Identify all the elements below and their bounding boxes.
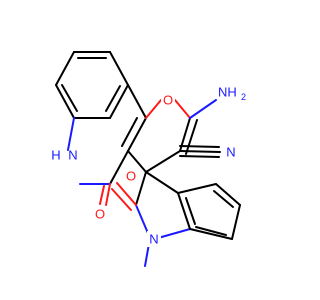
bond	[179, 150, 221, 153]
bond	[157, 228, 191, 239]
bond	[121, 117, 138, 147]
amino-n-label: NH	[218, 85, 237, 100]
bond	[179, 155, 220, 158]
bond	[116, 182, 137, 206]
bond	[185, 197, 196, 225]
bond	[185, 119, 198, 155]
oxindole-oxygen-label: O	[126, 169, 136, 184]
bond	[177, 183, 217, 194]
bond	[55, 84, 75, 119]
bond	[145, 99, 162, 119]
bond	[61, 84, 78, 112]
bond	[99, 185, 105, 205]
ring-oxygen-label: O	[163, 93, 173, 108]
bond	[189, 99, 217, 119]
bond	[179, 145, 220, 148]
bond	[213, 190, 234, 208]
bond	[195, 226, 227, 236]
bond	[67, 117, 75, 151]
bond	[177, 192, 191, 230]
bond	[231, 204, 241, 240]
indole-n-label: N	[149, 232, 158, 247]
bond	[215, 183, 241, 206]
bond	[111, 188, 132, 211]
nitrile-n-label: N	[226, 145, 235, 160]
bond	[135, 171, 147, 206]
atom-label-layer: O NH 2 N N H O O N	[51, 85, 246, 247]
bond	[105, 183, 111, 206]
bond	[55, 51, 75, 86]
bond	[189, 228, 233, 240]
amino-subscript-label: 2	[241, 92, 246, 102]
bond	[127, 117, 147, 152]
lactam-h-label: H	[51, 148, 60, 163]
bond	[105, 85, 121, 112]
lactam-n-label: N	[68, 148, 77, 163]
bond	[109, 84, 129, 119]
bond	[109, 150, 129, 185]
bond	[109, 51, 129, 86]
molecule-structure-diagram: O NH 2 N N H O O N	[51, 51, 246, 267]
bond	[174, 99, 191, 119]
bond	[145, 150, 181, 173]
bond	[127, 150, 147, 173]
bond	[145, 171, 179, 194]
bond	[127, 84, 147, 119]
lactam-oxygen-label: O	[95, 207, 105, 222]
